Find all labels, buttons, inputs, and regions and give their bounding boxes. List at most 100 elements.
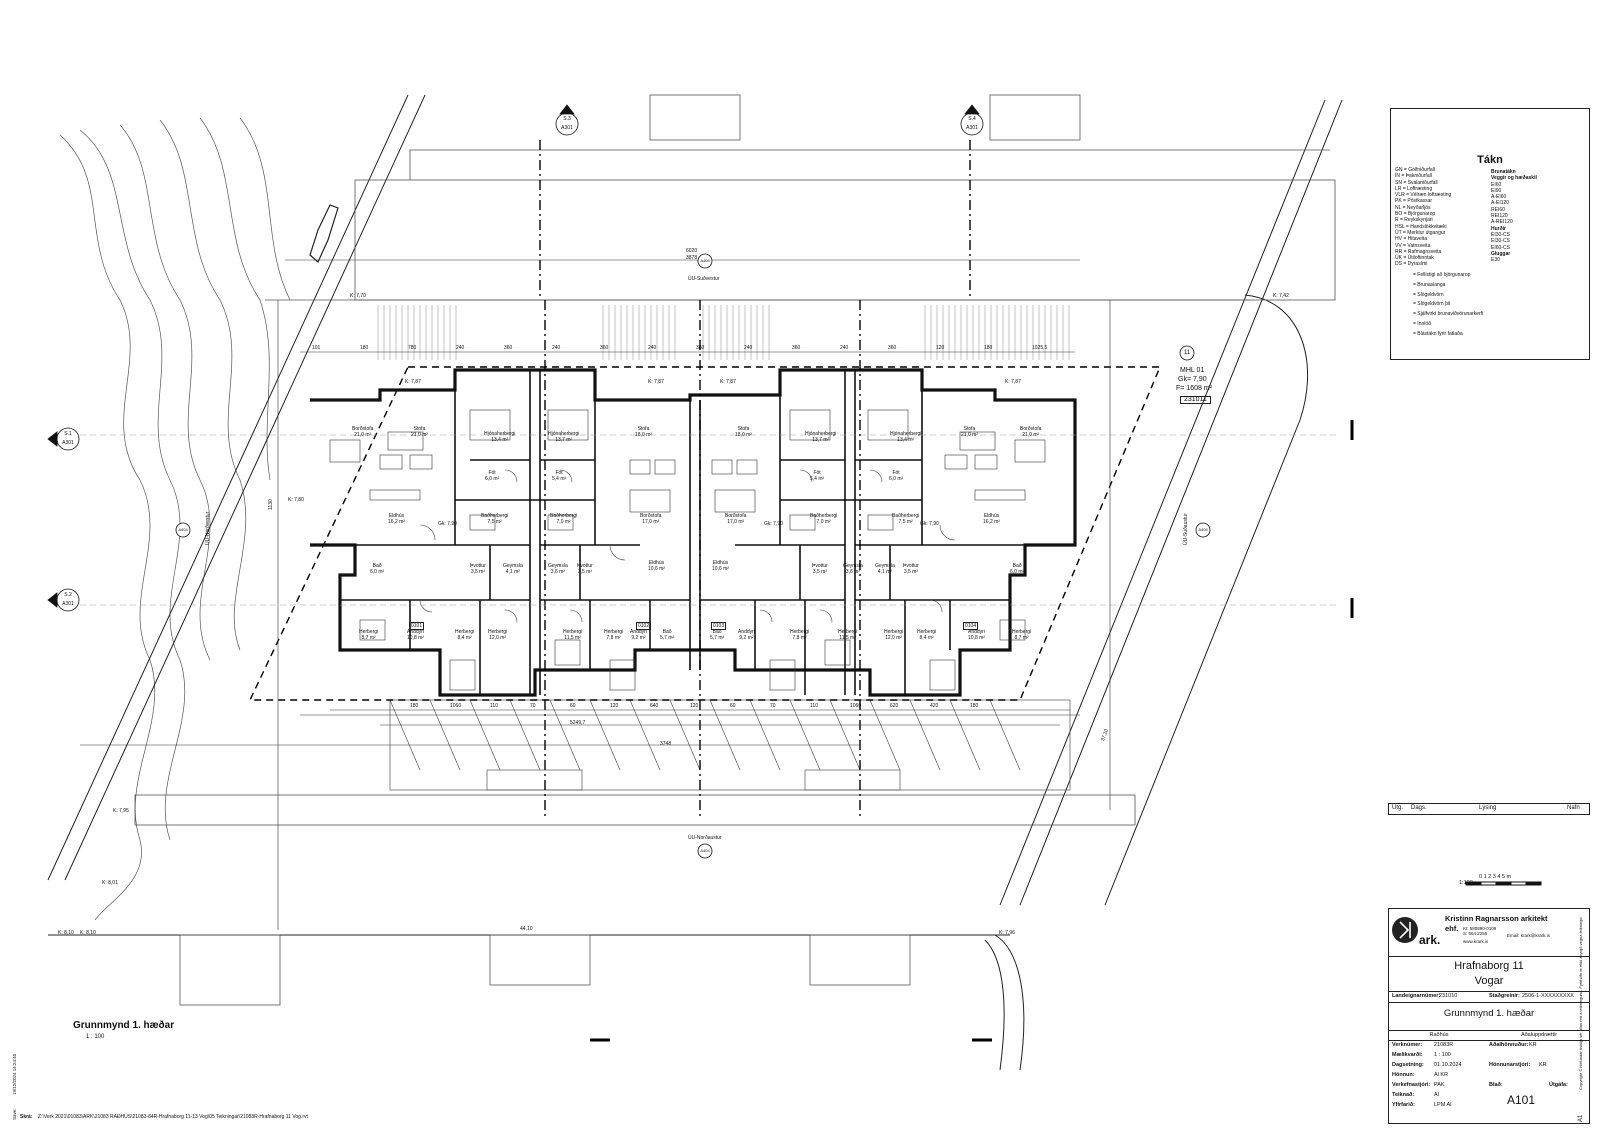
dimension-top: 180 <box>360 345 369 351</box>
legend-fire-heading: Gluggar <box>1491 250 1511 257</box>
dimension-top: 101 <box>312 345 321 351</box>
room-label-mirror: Baðherbergi 7,5 m² <box>892 513 920 525</box>
section-marker-id: S.4 <box>968 116 976 122</box>
tb-right-head: Aðaluppdrættir <box>1520 1032 1558 1038</box>
firm-address: Kt: 580890-0109 S: 564 2255 <box>1463 926 1497 936</box>
dags-value: 01.10.2024 <box>1434 1062 1462 1068</box>
dimension-bottom: 180 <box>410 703 419 709</box>
room-label-mirror: Hjónaherbergi 13,4 m² <box>890 431 922 443</box>
room-label-mirror: Föt 6,0 m² <box>889 470 904 482</box>
malikvardi-value: 1 : 100 <box>1434 1052 1451 1058</box>
legend-fire-heading: Veggir og hæðaskil <box>1491 175 1537 182</box>
saved-date: 19/12/2024 14:24:40 <box>12 1053 17 1095</box>
legend-fire-item: EI30-CS <box>1491 231 1510 238</box>
height-note: K: 7,87 <box>405 379 421 385</box>
room-label-mid-mirror: Stofa 18,0 m² <box>735 426 752 438</box>
height-note: K: 7,70 <box>350 293 366 299</box>
honnun-value: Al KR <box>1434 1072 1449 1078</box>
dimension-top: 240 <box>456 345 465 351</box>
height-note: K: 7,96 <box>999 930 1015 936</box>
dimension-top: 240 <box>744 345 753 351</box>
section-marker-ref: A301 <box>561 125 573 131</box>
room-label-mid-mirror: Herbergi 7,8 m² <box>790 629 810 641</box>
landnr-value: 231010 <box>1439 993 1458 999</box>
section-markers <box>47 104 1211 859</box>
project-place: Vogar <box>1474 975 1504 987</box>
tb-left-head: Raðhús <box>1429 1032 1449 1038</box>
room-label-mirror: Herbergi 12,0 m² <box>884 629 904 641</box>
height-note: K: 7,42 <box>1273 293 1289 299</box>
elevation-marker: A404 <box>1198 527 1208 532</box>
room-label-mid-mirror: Herbergi 11,5 m² <box>838 629 858 641</box>
height-note: K: 8,10 <box>58 930 74 936</box>
adalh-value: KR <box>1529 1042 1537 1048</box>
dimension-bottom: 60 <box>730 703 736 709</box>
lot-mhl: MHL 01 <box>1180 367 1205 374</box>
room-label-mid: Eldhús 10,6 m² <box>648 560 665 572</box>
room-label-mirror: Herbergi 8,4 m² <box>917 629 937 641</box>
height-note: K: 7,80 <box>288 497 304 503</box>
room-label-mid: Borðstofa 17,0 m² <box>640 513 662 525</box>
height-note: K: 8,10 <box>80 930 96 936</box>
file-path: Z:\Verk 2021\01083\ARK\21083 RAÐHÚS\2108… <box>38 1114 308 1120</box>
legend-fire-item: EI60-CS <box>1491 244 1510 251</box>
section-marker-id: S.1 <box>64 431 72 437</box>
height-note: K: 7,87 <box>648 379 664 385</box>
legend-fire-item: A-EI120 <box>1491 200 1510 207</box>
lot-number: 11 <box>1183 350 1191 356</box>
room-label-mirror: Þvottur 3,5 m² <box>903 563 919 575</box>
unit-id: 0104 <box>963 622 979 630</box>
bars <box>590 420 1354 1042</box>
room-label-mid: Stofa 18,0 m² <box>635 426 652 438</box>
dags-label: Dagsetning: <box>1392 1062 1424 1068</box>
project-name: Hrafnaborg 11 <box>1454 960 1524 972</box>
height-note: Gk: 7,90 <box>438 521 457 527</box>
dimension-bottom: 110 <box>810 703 818 709</box>
teiknad-value: Al <box>1434 1092 1439 1098</box>
room-label: Þvottur 3,5 m² <box>470 563 486 575</box>
verkefnastj-value: PAK <box>1434 1082 1445 1088</box>
room-label-mid: Baðherbergi 7,0 m² <box>550 513 578 525</box>
dimension-top: 360 <box>696 345 705 351</box>
dimension-overall: 5249,7 <box>570 720 586 726</box>
elevation-label-sw: ÚU-Suðvestur <box>688 276 720 282</box>
dimension-overall: 3878 <box>686 255 698 261</box>
unit-id: 0101 <box>409 622 425 630</box>
honnunarstj-label: Hönnunarstjóri: <box>1489 1062 1531 1068</box>
interior-walls <box>340 370 1025 695</box>
legend-abbr-item: ÍN = Þakniðurfall <box>1395 173 1432 180</box>
room-label: Borðstofa 21,0 m² <box>352 426 374 438</box>
height-note: K: 8,01 <box>102 880 118 886</box>
lot-gk: Gk= 7,90 <box>1178 376 1207 383</box>
yfirfarid-label: Yfirfarið: <box>1392 1102 1415 1108</box>
firm-web: www.krark.is <box>1463 939 1489 944</box>
lot-id: 231011 <box>1180 396 1211 404</box>
dimension-bottom: 70 <box>530 703 536 709</box>
legend-symbol-item: = Slögeldvörn <box>1413 291 1444 298</box>
lot-area: F= 1608 m² <box>1176 385 1212 392</box>
legend-fire-item: EI60 <box>1491 181 1502 188</box>
legend-fire-item: REI60 <box>1491 206 1505 213</box>
legend-fire-item: A-REI120 <box>1491 219 1513 226</box>
room-label-mid-mirror: Borðstofa 17,0 m² <box>725 513 747 525</box>
section-lines <box>539 140 971 820</box>
legend-abbr-item: SN = Svalaniðurfall <box>1395 179 1438 186</box>
file-label: Skrá: <box>20 1114 33 1120</box>
honnun-label: Hönnun: <box>1392 1072 1415 1078</box>
dimension-top: 240 <box>552 345 561 351</box>
unit-id: 0103 <box>711 622 727 630</box>
elevation-label-se: ÚU-Suðaustur <box>1183 513 1189 545</box>
legend-abbr-item: HV = Hitaveita <box>1395 236 1428 243</box>
room-label: Baðherbergi 7,5 m² <box>481 513 509 525</box>
dimension-top: 240 <box>648 345 657 351</box>
room-label-mid: Þvottur 3,5 m² <box>577 563 593 575</box>
room-label: Eldhús 16,2 m² <box>388 513 405 525</box>
adalh-label: Aðalhönnuður: <box>1489 1042 1529 1048</box>
legend-fire-item: EI90 <box>1491 187 1502 194</box>
dimension-top: 180 <box>984 345 993 351</box>
height-note: K: 7,95 <box>113 808 129 814</box>
room-label-mirror: Eldhús 16,2 m² <box>983 513 1000 525</box>
room-label-mirror: Bað 6,0 m² <box>1010 563 1025 575</box>
